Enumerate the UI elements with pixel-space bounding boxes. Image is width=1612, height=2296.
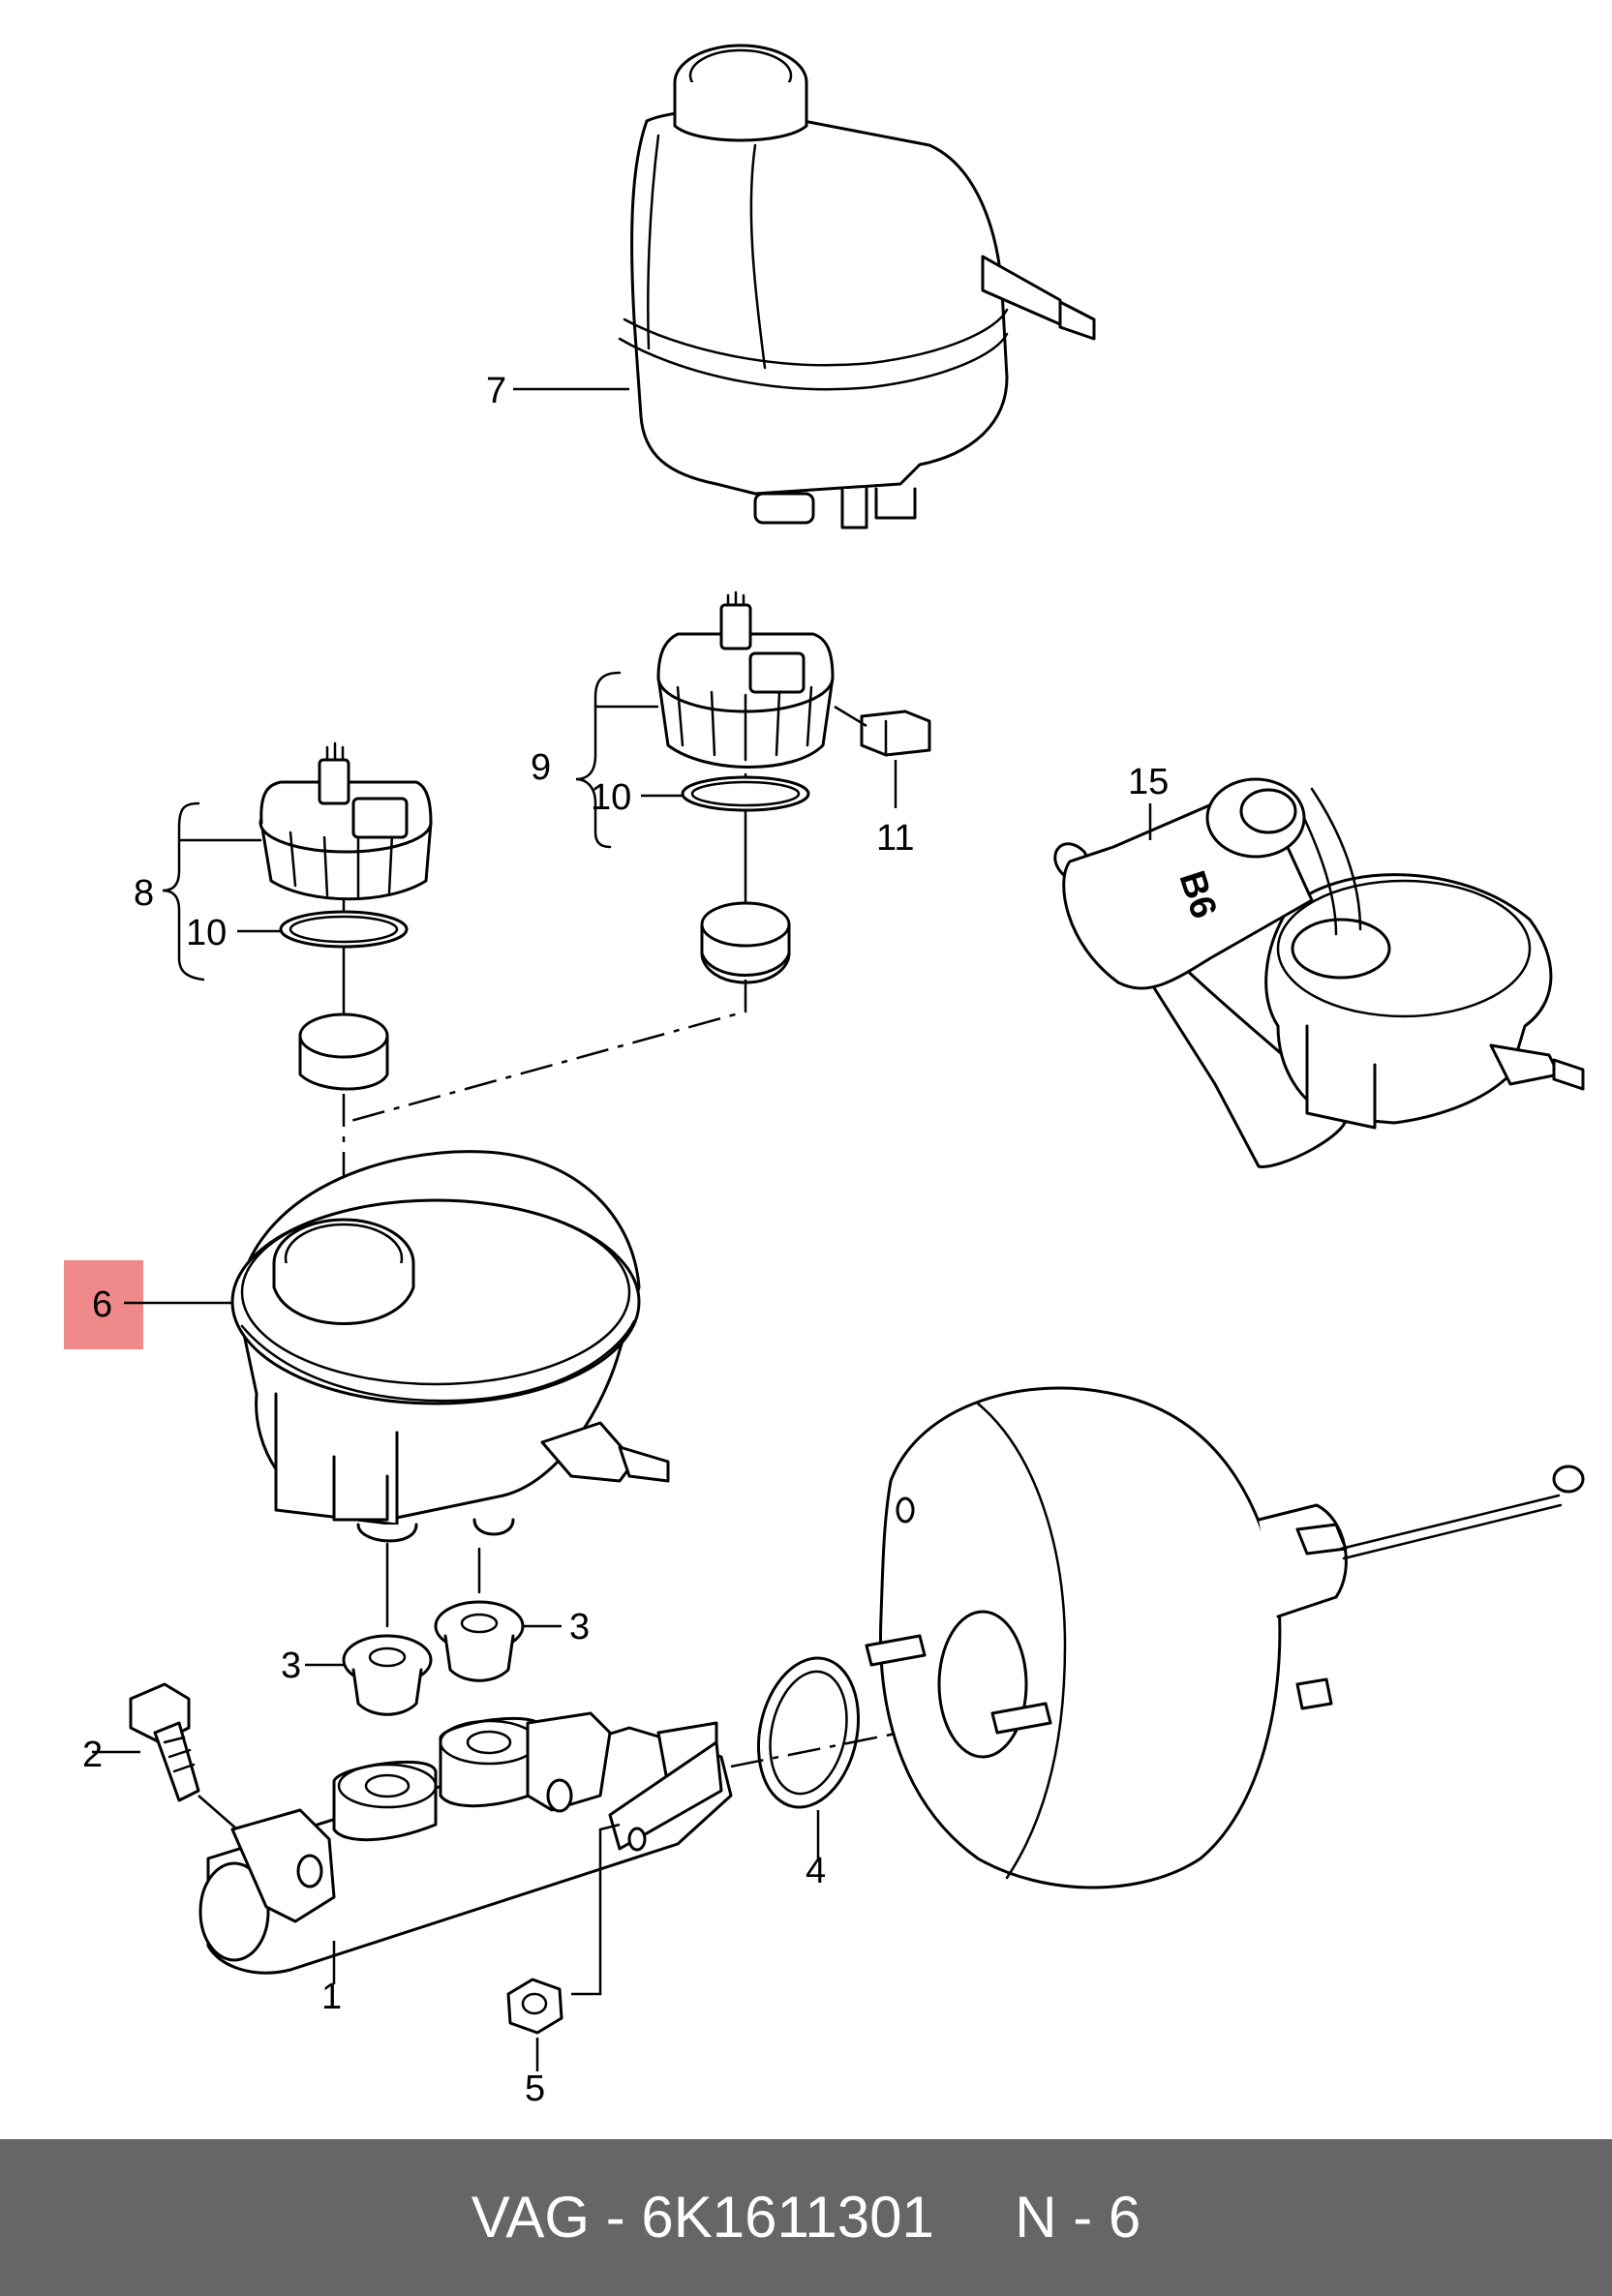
exploded-parts-diagram: 7 9 10 11	[64, 44, 1585, 2109]
callout-5: 5	[525, 2069, 545, 2109]
part-11-connector	[860, 710, 931, 757]
callout-15: 15	[1128, 762, 1169, 802]
part-6-reservoir	[230, 1150, 670, 1543]
part-number-caption: VAG - 6K1611301 N - 6	[471, 2185, 1141, 2250]
callout-1: 1	[321, 1977, 342, 2017]
callout-3-left: 3	[281, 1646, 301, 1686]
callout-4: 4	[806, 1851, 826, 1891]
footer-bar: VAG - 6K1611301 N - 6	[0, 2139, 1612, 2296]
callout-10-upper: 10	[591, 777, 631, 818]
callout-9: 9	[531, 747, 551, 788]
part-15-fluid-container	[1053, 777, 1585, 1168]
callout-10-lower: 10	[186, 913, 227, 953]
callout-8: 8	[134, 873, 154, 914]
callout-7: 7	[486, 371, 506, 411]
callout-11: 11	[876, 818, 914, 859]
part-10-seal-ring-upper	[681, 775, 810, 812]
part-10-seal-ring-lower	[279, 910, 409, 949]
part-2-bolt	[129, 1682, 200, 1802]
part-3-plug-seal-right	[434, 1547, 525, 1682]
part-1-master-cylinder	[198, 1711, 733, 1975]
callout-3-right: 3	[569, 1607, 590, 1647]
part-7-expansion-reservoir	[618, 44, 1096, 529]
callout-6: 6	[92, 1284, 112, 1325]
callout-2: 2	[82, 1735, 103, 1775]
part-5-nut	[506, 1978, 563, 2035]
part-3-plug-seal-left	[342, 1542, 433, 1716]
brake-servo	[865, 1386, 1585, 1889]
part-8-reservoir-cap	[259, 741, 433, 1091]
callout-6-highlight	[64, 1260, 143, 1349]
part-4-gasket	[756, 1656, 861, 1809]
part-9-reservoir-cap-with-sensor	[656, 590, 835, 984]
